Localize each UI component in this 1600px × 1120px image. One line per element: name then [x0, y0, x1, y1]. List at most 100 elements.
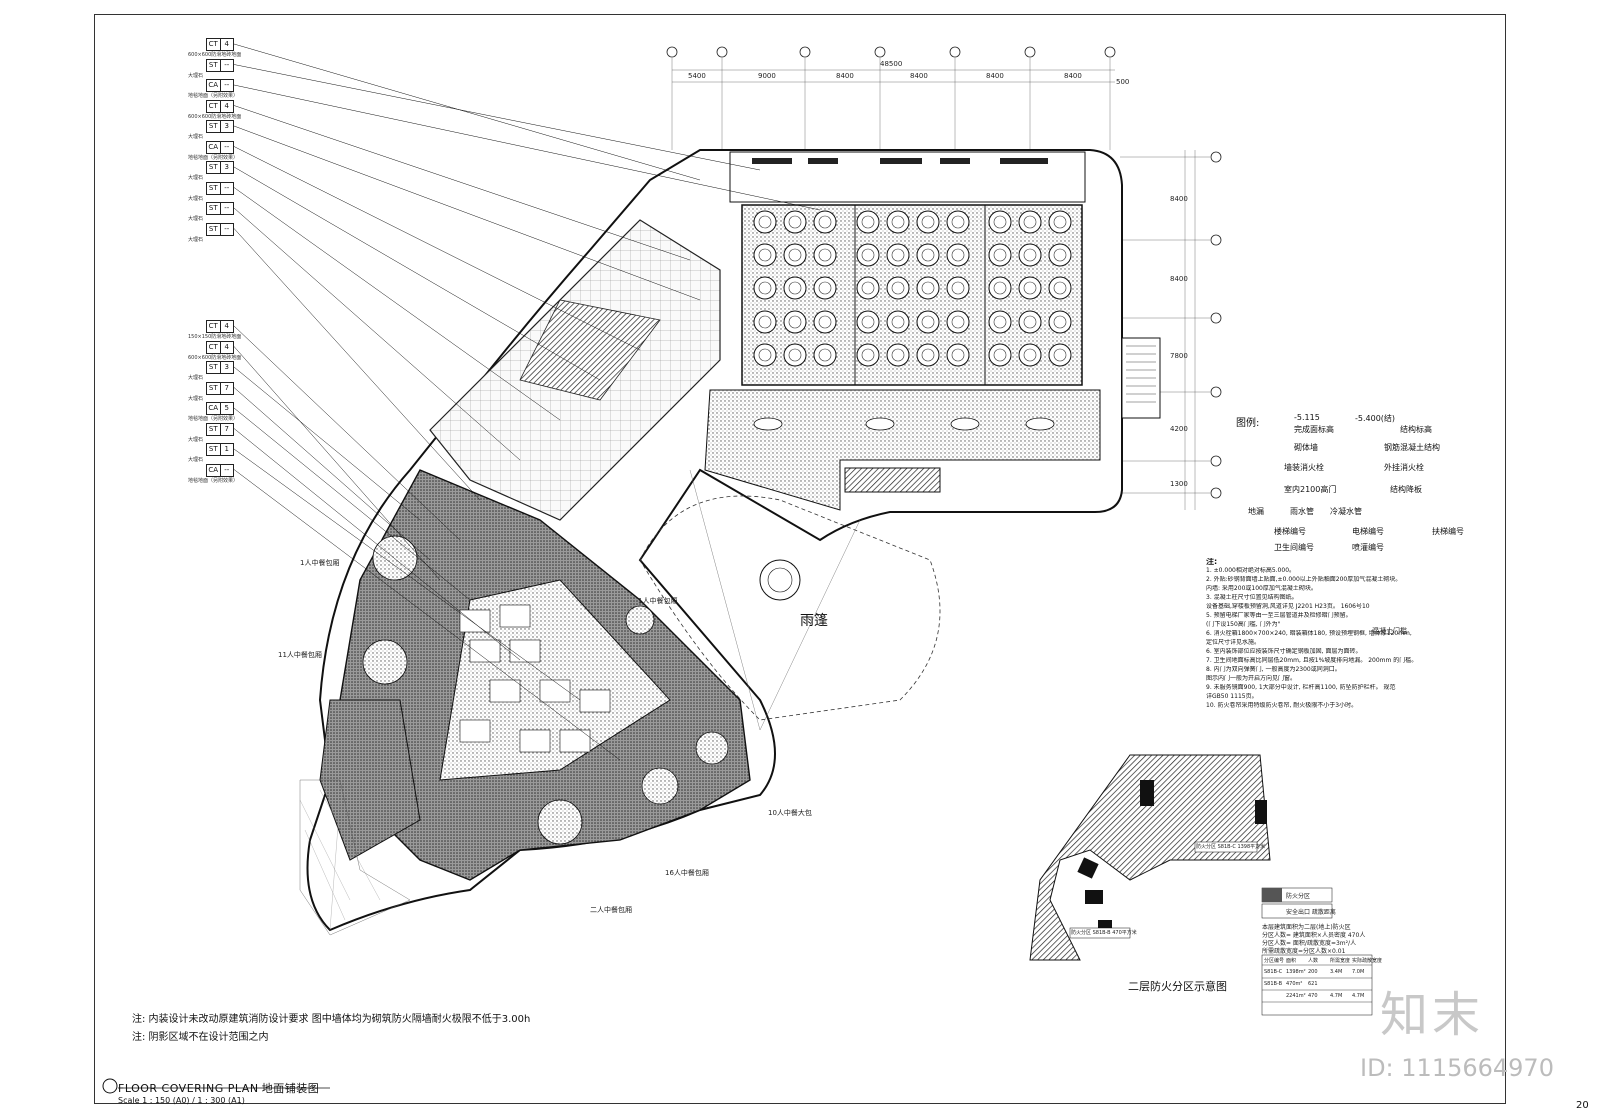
banquet-table-top	[891, 348, 905, 362]
banquet-table-top	[993, 248, 1007, 262]
material-tag-code: CT	[208, 322, 218, 330]
material-tag-num: 3	[219, 362, 234, 373]
banquet-table-top	[758, 215, 772, 229]
banquet-table-top	[758, 315, 772, 329]
legend-item-10: 冷凝水管	[1330, 507, 1362, 516]
banquet-round-table	[813, 210, 837, 234]
banquet-round-table	[753, 210, 777, 234]
banquet-round-table	[886, 276, 910, 300]
banquet-round-table	[886, 243, 910, 267]
banquet-table-top	[951, 315, 965, 329]
banquet-round-table	[916, 243, 940, 267]
legend-item-13: 扶梯编号	[1432, 527, 1464, 536]
drawing-sheet-border	[94, 14, 1506, 1104]
banquet-round-table	[988, 243, 1012, 267]
banquet-table-top	[818, 315, 832, 329]
material-tag-code: CT	[208, 101, 218, 110]
banquet-table-top	[921, 348, 935, 362]
fire-zone-table-cell: 1398m²	[1286, 969, 1306, 975]
banquet-round-table	[946, 310, 970, 334]
banquet-table-top	[818, 248, 832, 262]
banquet-round-table	[856, 276, 880, 300]
note-line: 详GB50 1115页。	[1206, 693, 1258, 700]
legend-level-finish: -5.115	[1294, 413, 1320, 422]
fz-zone-a: 防火分区 S81B-C 1398平方米	[1196, 844, 1266, 850]
fire-zone-table-cell: 所需宽度	[1330, 958, 1351, 964]
legend-item-12: 电梯编号	[1352, 527, 1384, 536]
fire-zone-table-cell: 470m²	[1286, 981, 1303, 987]
fz-zone-b: 防火分区 S81B-B 470平方米	[1071, 930, 1137, 936]
banquet-round-table	[916, 210, 940, 234]
note-line: 5. 预留电梯厂家等由一至三层管道井及检修暗门预留。	[1206, 612, 1352, 619]
banquet-round-table	[813, 243, 837, 267]
bottom-note-2: 注: 阴影区域不在设计范围之内	[132, 1032, 269, 1043]
leader-line	[233, 407, 471, 601]
banquet-table-top	[921, 315, 935, 329]
material-tag-desc: 大理石	[188, 195, 204, 202]
material-tag-code: ST	[208, 224, 218, 233]
banquet-table-top	[758, 348, 772, 362]
banquet-table-top	[1023, 215, 1037, 229]
banquet-round-table	[886, 343, 910, 367]
banquet-table-top	[788, 348, 802, 362]
banquet-table-top	[891, 215, 905, 229]
bottom-note-1: 注: 内装设计未改动原建筑消防设计要求 图中墙体均为砌筑防火隔墙耐火极限不低于3…	[132, 1014, 531, 1025]
material-tag-code: ST	[208, 163, 218, 171]
dim-top-3: 8400	[910, 72, 928, 80]
material-tag-desc: 地毯地面（另附效果）	[188, 93, 239, 99]
asset-id: ID: 1115664970	[1360, 1054, 1554, 1082]
banquet-round-table	[856, 243, 880, 267]
leader-line	[233, 125, 701, 301]
leader-line	[233, 469, 621, 761]
legend-item-1: 结构标高	[1400, 425, 1432, 434]
material-tag: CA--	[206, 140, 234, 154]
banquet-round-table	[886, 210, 910, 234]
leader-line	[233, 105, 691, 261]
banquet-round-table	[783, 210, 807, 234]
leader-line	[233, 448, 581, 701]
note-line: 10. 防火卷帘采用特级防火卷帘, 耐火极限不小于3小时。	[1206, 702, 1358, 709]
material-tag-desc: 150×150防滑地砖地面	[188, 334, 242, 340]
general-notes: 注: 1. ±0.000相对绝对标高5.000。 2. 外贴:砂钢背面墙上贴面,…	[1206, 558, 1466, 711]
dim-right-4: 1300	[1170, 480, 1188, 488]
banquet-table-top	[891, 315, 905, 329]
title-block-marker	[102, 1078, 118, 1094]
room-label-6: 二人中餐包厢	[590, 906, 632, 914]
material-tag-desc: 大理石	[188, 375, 204, 381]
banquet-round-table	[1018, 276, 1042, 300]
material-tag-desc: 地毯地面（另附效果）	[188, 416, 239, 422]
axis-lines-top	[671, 58, 1115, 150]
note-line: 7. 卫生间地面标高比同层低20mm, 且按1%坡度排向地漏。 200mm 的门…	[1206, 657, 1418, 664]
material-tag-desc: 大理石	[188, 134, 204, 140]
axis-bubbles-right	[1210, 151, 1222, 499]
dim-top-2: 8400	[836, 72, 854, 80]
banquet-table-top	[1053, 248, 1067, 262]
banquet-table-top	[1053, 348, 1067, 362]
banquet-table-top	[921, 281, 935, 295]
banquet-round-table	[1048, 276, 1072, 300]
banquet-table-top	[1023, 281, 1037, 295]
banquet-round-table	[813, 276, 837, 300]
banquet-table-top	[921, 215, 935, 229]
banquet-round-table	[916, 276, 940, 300]
note-line: 内墙: 采用200或100厚加气混凝土砌块。	[1206, 585, 1317, 592]
legend-item-5: 外挂消火栓	[1384, 463, 1424, 472]
banquet-round-table	[783, 310, 807, 334]
material-tag-num: 4	[219, 341, 234, 353]
material-tag-code: CT	[208, 342, 218, 351]
room-label-4: 10人中餐大包	[768, 809, 812, 817]
legend-item-4: 墙装消火栓	[1284, 463, 1324, 472]
banquet-table-top	[758, 248, 772, 262]
banquet-table-top	[921, 248, 935, 262]
legend-item-8: 地漏	[1248, 507, 1264, 516]
leader-line	[233, 146, 641, 351]
material-tag-code: ST	[208, 183, 218, 192]
page-number: 20	[1576, 1100, 1589, 1111]
banquet-round-table	[916, 343, 940, 367]
material-tag-code: ST	[208, 445, 218, 453]
